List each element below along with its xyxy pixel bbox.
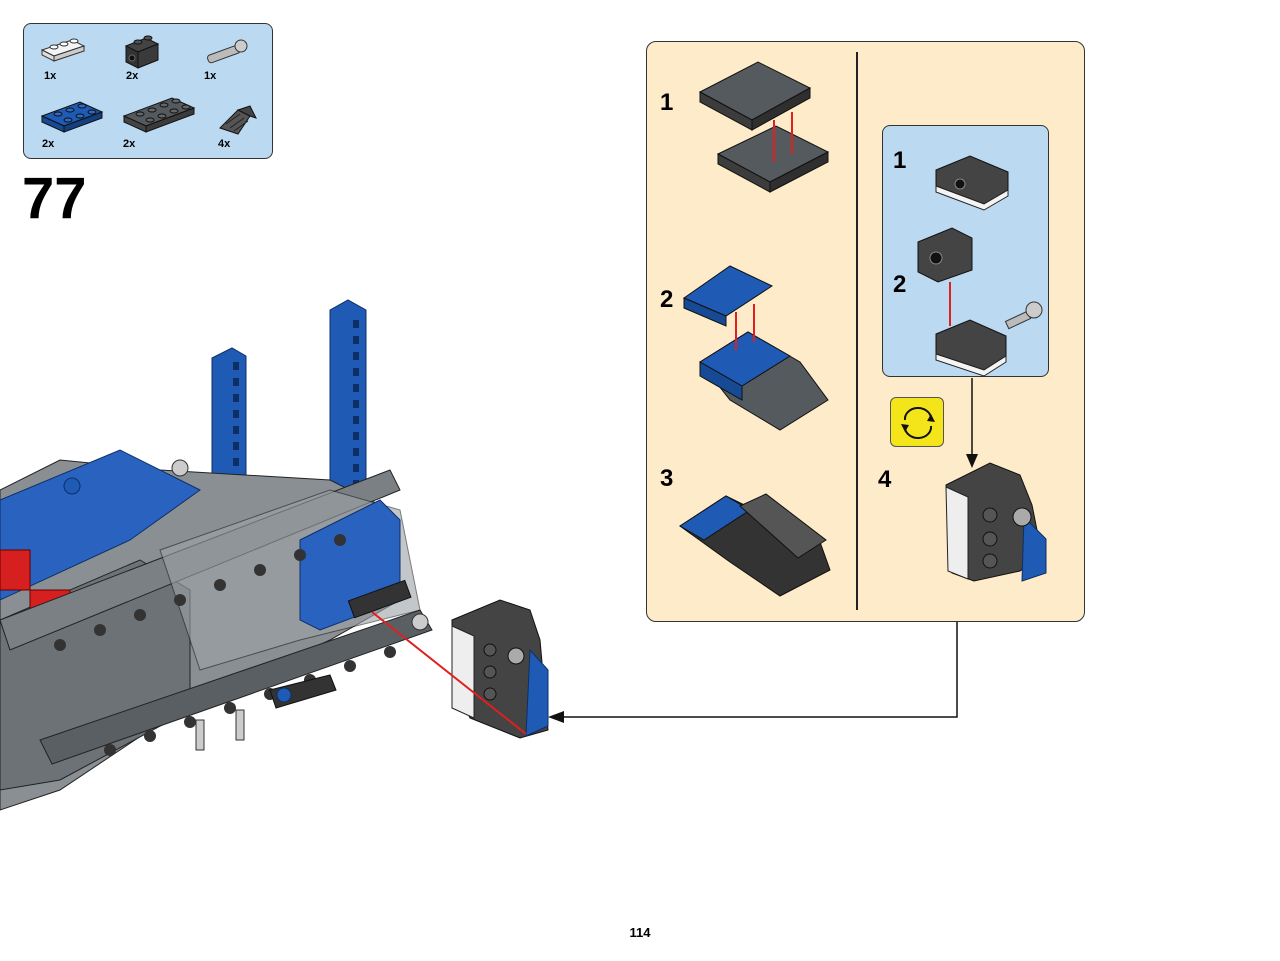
parts-list-box: 1x 2x 1x 2x 2x 4x bbox=[23, 23, 273, 159]
dark-gray-slope-grille-icon bbox=[219, 105, 257, 135]
part-quantity: 1x bbox=[44, 70, 57, 82]
finished-subassembly bbox=[945, 462, 1047, 582]
part-quantity: 2x bbox=[42, 138, 55, 150]
inner-step-number: 2 bbox=[893, 271, 907, 298]
inner-step-number: 1 bbox=[893, 147, 907, 174]
subassembly-placement bbox=[451, 599, 549, 739]
brick-with-axle-pin-assembly bbox=[935, 301, 1043, 377]
blue-plate-2x3-icon bbox=[682, 265, 774, 327]
stacked-plates-assembly bbox=[699, 331, 829, 431]
part-quantity: 2x bbox=[123, 138, 136, 150]
substep-4-illustration bbox=[945, 462, 1047, 582]
inner-step-illustrations bbox=[917, 155, 1043, 377]
assembly-guide-line bbox=[371, 611, 527, 735]
parts-list-illustration bbox=[40, 35, 257, 135]
black-technic-brick-1x2-icon bbox=[935, 155, 1009, 211]
substep-number: 3 bbox=[660, 465, 674, 492]
black-technic-brick-1x2-icon bbox=[917, 227, 973, 283]
main-model-illustration bbox=[0, 299, 549, 811]
chassis-body bbox=[0, 449, 433, 811]
white-technic-plate-1x3-icon bbox=[40, 38, 86, 62]
gray-axle-pin-icon bbox=[207, 39, 248, 64]
substep-number: 1 bbox=[660, 89, 674, 116]
page-number: 114 bbox=[629, 925, 651, 940]
part-quantity: 1x bbox=[204, 70, 217, 82]
slope-grille-assembly bbox=[679, 493, 831, 597]
part-quantity: 4x bbox=[218, 138, 231, 150]
rotate-model-icon bbox=[890, 397, 944, 447]
substep-number: 4 bbox=[878, 466, 892, 493]
blue-plate-2x3-icon bbox=[40, 101, 104, 133]
step-number: 77 bbox=[22, 166, 87, 231]
substep-illustrations bbox=[679, 61, 831, 597]
dark-gray-plate-2x4-icon bbox=[698, 61, 812, 131]
black-technic-brick-1x2-icon bbox=[124, 35, 160, 69]
subassembly-divider bbox=[856, 52, 858, 610]
part-quantity: 2x bbox=[126, 70, 139, 82]
dark-gray-plate-2x4-icon bbox=[122, 97, 196, 133]
substep-number: 2 bbox=[660, 286, 674, 313]
